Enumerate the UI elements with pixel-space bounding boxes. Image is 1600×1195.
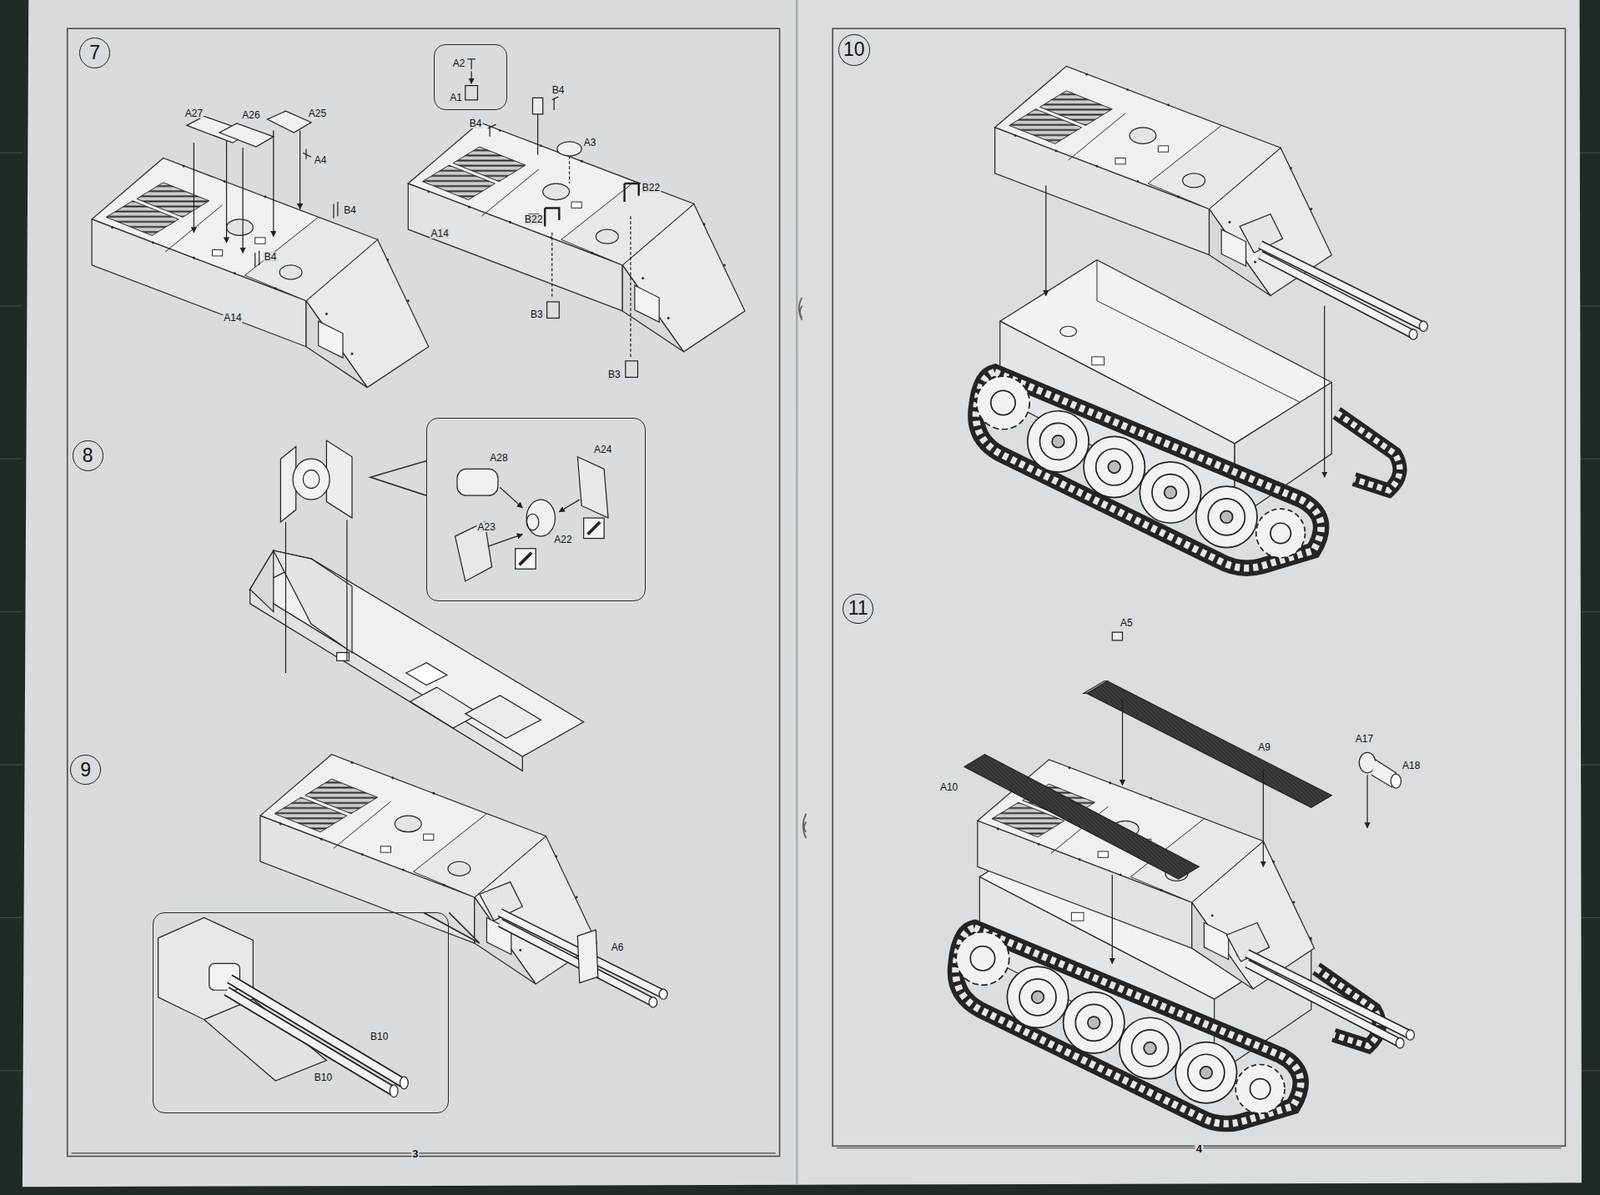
step-number: 7 bbox=[89, 43, 101, 63]
part-number: A3 bbox=[583, 137, 598, 148]
step-number: 9 bbox=[80, 760, 91, 780]
part-number: B3 bbox=[529, 309, 544, 320]
step-number: 10 bbox=[843, 40, 866, 60]
part-number: B4 bbox=[263, 251, 278, 262]
step-number: 9 bbox=[70, 754, 101, 786]
step-8-drawing bbox=[250, 440, 609, 771]
part-number: A24 bbox=[593, 444, 613, 455]
part-number: A1 bbox=[448, 92, 463, 103]
page-number: 3 bbox=[411, 1147, 419, 1159]
step-10-drawing bbox=[976, 65, 1428, 569]
detail-callout: A28 A24A23A22 bbox=[426, 417, 646, 602]
part-number: B3 bbox=[607, 369, 622, 380]
detail-callout: B10B10 bbox=[152, 912, 449, 1114]
part-number: A2 bbox=[452, 58, 467, 69]
booklet-pages bbox=[22, 0, 1582, 1188]
part-number: B22 bbox=[523, 214, 544, 225]
part-number: A14 bbox=[430, 228, 450, 239]
part-number: A23 bbox=[477, 522, 497, 533]
part-number: B4 bbox=[468, 118, 484, 129]
part-number: A18 bbox=[1401, 760, 1421, 771]
part-number: A26 bbox=[241, 110, 261, 121]
step-11-drawing bbox=[955, 632, 1415, 1124]
part-number: B22 bbox=[641, 182, 661, 193]
part-number: A5 bbox=[1119, 618, 1134, 629]
part-number: B10 bbox=[369, 1031, 389, 1042]
part-number: A4 bbox=[313, 155, 328, 166]
step-number: 11 bbox=[842, 593, 874, 625]
part-number: A14 bbox=[222, 312, 242, 323]
part-number: A9 bbox=[1257, 742, 1272, 753]
step-7-drawing bbox=[91, 59, 745, 388]
page-footer-lines bbox=[71, 1148, 1562, 1154]
part-number: A27 bbox=[184, 108, 204, 119]
part-number: A17 bbox=[1354, 734, 1374, 745]
part-number: A10 bbox=[939, 782, 959, 793]
step-number: 8 bbox=[82, 446, 94, 466]
step-number: 8 bbox=[72, 440, 104, 472]
part-number: A22 bbox=[553, 534, 573, 545]
step-number: 7 bbox=[79, 37, 111, 69]
part-number: A28 bbox=[488, 452, 509, 463]
step-9-drawing bbox=[158, 754, 668, 1098]
step-number: 10 bbox=[838, 34, 871, 66]
part-number: B10 bbox=[313, 1072, 333, 1083]
step-number: 11 bbox=[848, 598, 869, 619]
part-number: A6 bbox=[610, 942, 625, 953]
part-number: B4 bbox=[551, 85, 566, 96]
page-number: 4 bbox=[1195, 1142, 1203, 1154]
part-number: A25 bbox=[307, 108, 328, 119]
part-number: B4 bbox=[342, 205, 358, 216]
detail-callout: A2A1 bbox=[433, 44, 508, 111]
